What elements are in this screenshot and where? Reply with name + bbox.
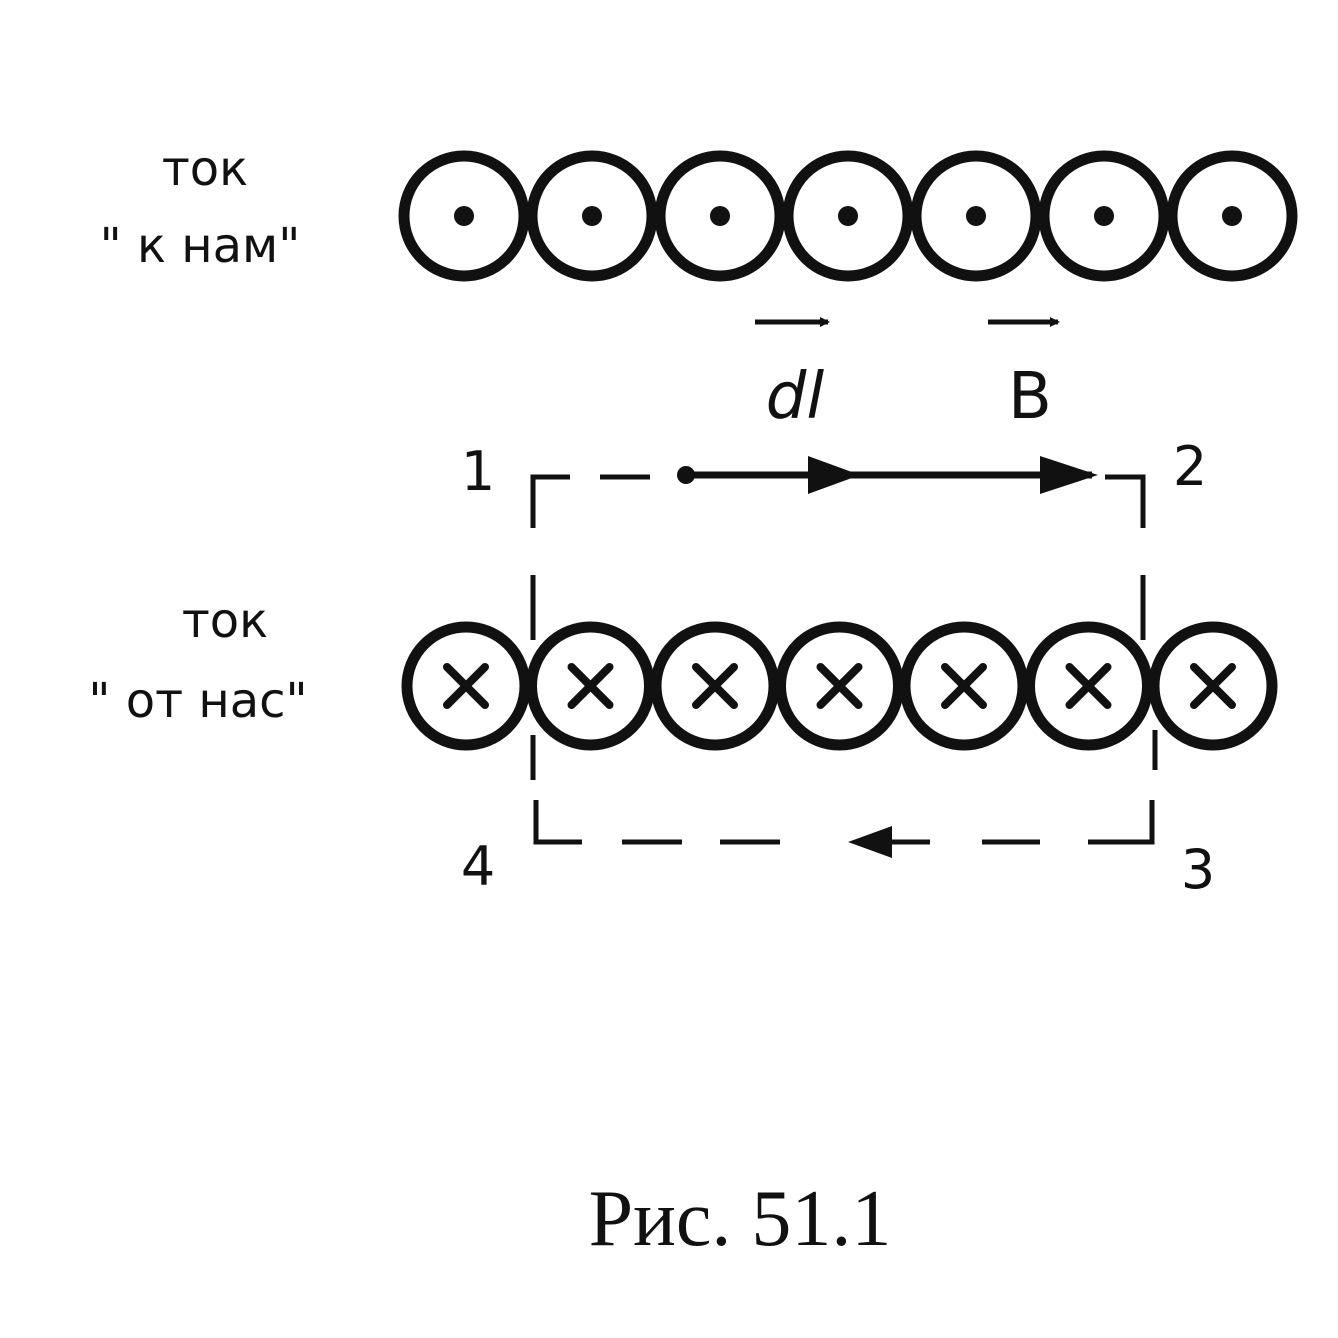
return-direction-arrow <box>848 826 930 858</box>
wire-out-of-page <box>910 150 1042 282</box>
contour-corner-2 <box>1105 474 1146 528</box>
vector-b-text: B <box>1008 360 1052 434</box>
wire-into-page <box>1148 621 1278 751</box>
top-current-label-line1: ток <box>162 141 248 197</box>
corner-label-3: 3 <box>1181 838 1215 901</box>
current-dot-symbol <box>454 206 474 226</box>
contour-corner-1 <box>530 474 570 528</box>
wire-into-page <box>1024 621 1153 751</box>
contour-corner-3 <box>1088 800 1155 845</box>
dl-b-arrow <box>677 456 1098 494</box>
vector-b-label: B <box>988 317 1060 434</box>
wire-out-of-page <box>526 150 658 282</box>
dl-arrowhead <box>808 456 860 494</box>
wire-out-of-page <box>398 150 530 282</box>
current-dot-symbol <box>838 206 858 226</box>
vector-dl-label: dl <box>755 317 830 434</box>
bottom-current-label-line2: " от нас" <box>88 673 307 729</box>
wires-toward-viewer <box>398 150 1298 282</box>
current-dot-symbol <box>966 206 986 226</box>
corner-label-4: 4 <box>461 835 495 898</box>
wire-into-page <box>526 621 655 751</box>
wire-out-of-page <box>1038 150 1170 282</box>
wires-away-from-viewer <box>401 621 1278 751</box>
current-cross-stroke <box>816 663 863 709</box>
current-cross-stroke <box>567 663 614 709</box>
current-cross-stroke <box>1065 663 1112 709</box>
vector-dl-text: dl <box>766 360 825 434</box>
wire-into-page <box>650 621 780 751</box>
current-cross-stroke <box>443 663 489 709</box>
top-current-label-line2: " к нам" <box>100 218 301 274</box>
corner-label-1: 1 <box>461 440 495 503</box>
current-cross-stroke <box>1190 663 1236 709</box>
wire-out-of-page <box>782 150 914 282</box>
wire-out-of-page <box>654 150 786 282</box>
wire-into-page <box>401 621 531 751</box>
wire-out-of-page <box>1166 150 1298 282</box>
current-cross-stroke <box>941 663 987 709</box>
current-dot-symbol <box>582 206 602 226</box>
current-dot-symbol <box>1222 206 1242 226</box>
figure-caption: Рис. 51.1 <box>589 1175 892 1263</box>
wire-into-page <box>775 621 904 751</box>
corner-label-2: 2 <box>1173 435 1207 498</box>
bottom-current-label-line1: ток <box>182 593 268 649</box>
current-cross-stroke <box>692 663 738 709</box>
return-arrowhead <box>848 826 892 858</box>
current-dot-symbol <box>1094 206 1114 226</box>
current-dot-symbol <box>710 206 730 226</box>
contour-corner-4 <box>533 800 582 845</box>
b-arrowhead <box>1040 456 1098 494</box>
integration-contour <box>530 474 1158 845</box>
wire-into-page <box>899 621 1029 751</box>
